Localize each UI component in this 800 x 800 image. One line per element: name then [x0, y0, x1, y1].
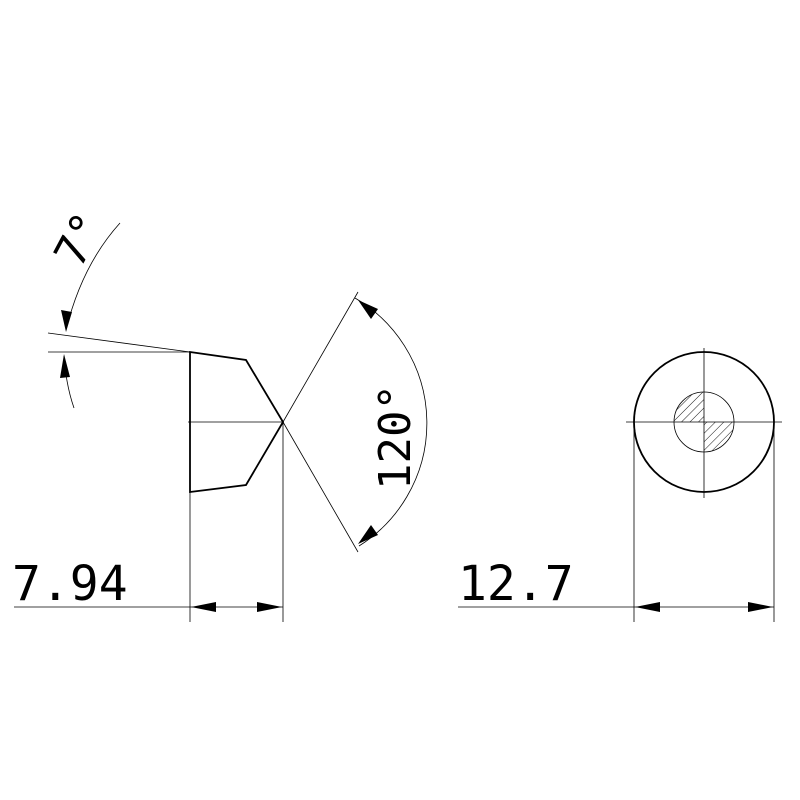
diameter-label: 12.7 [458, 556, 574, 612]
arrowhead-left [191, 602, 216, 612]
point-angle-label: 120° [370, 384, 421, 490]
hatch-quadrant-top-left [674, 392, 704, 422]
reference-line-angled [47, 332, 191, 353]
extension-line-lower [282, 421, 359, 553]
angle-arc-120 [354, 297, 428, 547]
arrowhead-bottom [358, 525, 378, 544]
arrowhead-lower [60, 354, 70, 378]
top-view [626, 348, 782, 498]
diameter-dimension: 12.7 [458, 422, 775, 622]
insert-profile [189, 350, 285, 494]
arrowhead-upper [61, 310, 72, 332]
side-view [188, 350, 285, 494]
extension-line-upper [282, 291, 359, 423]
length-dimension: 7.94 [12, 422, 284, 622]
length-label: 7.94 [12, 556, 128, 612]
point-angle-dimension: 120° [282, 291, 428, 553]
hatch-quadrant-bottom-right [704, 422, 734, 452]
clearance-angle-label: 7° [45, 204, 115, 275]
arrowhead-top [358, 300, 378, 319]
arrowhead-diameter-left [635, 602, 660, 612]
arrowhead-right [257, 602, 282, 612]
clearance-angle-dimension: 7° [45, 204, 191, 409]
arrowhead-diameter-right [748, 602, 773, 612]
